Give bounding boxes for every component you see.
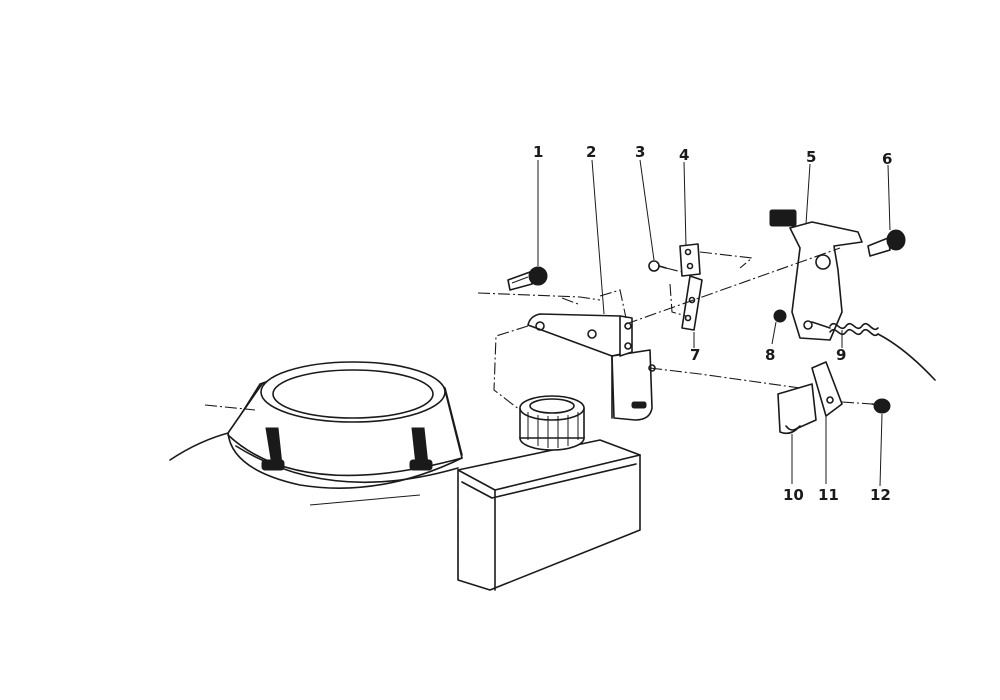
- leader-lines: [537, 159, 891, 487]
- link-plate-4: [679, 243, 701, 277]
- callout-5: 5: [806, 148, 816, 166]
- plate-11: [811, 361, 843, 417]
- assembly-lines: [477, 247, 873, 411]
- callout-2: 2: [586, 143, 596, 161]
- fuel-cap: [519, 395, 585, 451]
- callout-12: 12: [870, 486, 891, 504]
- engine-shroud: [169, 361, 463, 506]
- main-bracket: [527, 313, 656, 421]
- clip-10: [777, 383, 817, 435]
- fuel-tank: [457, 439, 641, 591]
- screw-6: [867, 229, 906, 257]
- screw-3: [648, 260, 667, 272]
- callout-1: 1: [533, 143, 543, 161]
- spring-9: [811, 321, 936, 381]
- ball-8: [773, 309, 787, 323]
- screw-12: [871, 398, 891, 414]
- callouts: 1 2 3 4 5 6 7 8 9 10 11 12: [533, 143, 892, 504]
- callout-4: 4: [679, 146, 689, 164]
- callout-3: 3: [635, 143, 645, 161]
- callout-10: 10: [783, 486, 804, 504]
- callout-6: 6: [882, 150, 892, 168]
- screw-1: [507, 266, 548, 291]
- throttle-lever-5: [769, 209, 863, 341]
- callout-9: 9: [836, 346, 846, 364]
- callout-8: 8: [765, 346, 775, 364]
- link-7: [681, 275, 703, 331]
- callout-11: 11: [818, 486, 839, 504]
- callout-7: 7: [690, 346, 700, 364]
